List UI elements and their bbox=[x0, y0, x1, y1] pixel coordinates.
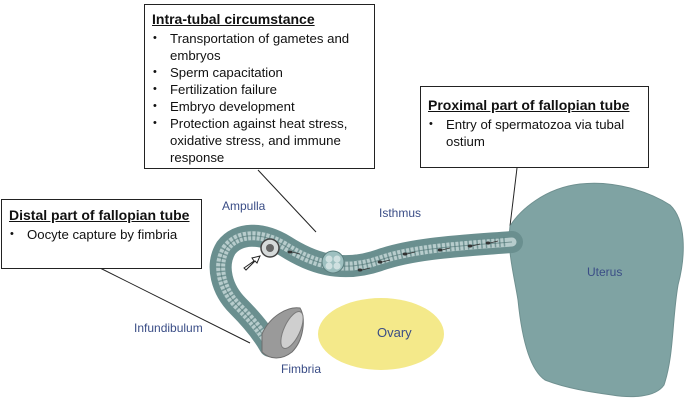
uterus-label: Uterus bbox=[587, 265, 623, 279]
embryo-icon bbox=[321, 250, 345, 274]
sperm-icon bbox=[485, 241, 491, 245]
intra-tubal-box: Intra-tubal circumstance Transportation … bbox=[144, 4, 375, 169]
ovary-shape bbox=[318, 298, 444, 370]
sperm-tail bbox=[489, 240, 499, 244]
sperm-icon bbox=[437, 248, 443, 252]
embryo-cell-icon bbox=[325, 262, 333, 270]
fimbria-label: Fimbria bbox=[281, 362, 322, 376]
connector-proximal bbox=[509, 167, 518, 227]
list-item: Protection against heat stress, oxidativ… bbox=[152, 115, 366, 166]
sperm-icon bbox=[357, 268, 363, 272]
proximal-box: Proximal part of fallopian tube Entry of… bbox=[420, 86, 649, 168]
sperm-icon bbox=[377, 260, 383, 264]
sperm-tail bbox=[441, 247, 451, 251]
distal-list: Oocyte capture by fimbria bbox=[9, 226, 195, 243]
proximal-list: Entry of spermatozoa via tubal ostium bbox=[428, 116, 640, 150]
uterus-shape bbox=[508, 182, 684, 398]
ampulla-label: Ampulla bbox=[222, 199, 266, 213]
embryo-cell-icon bbox=[333, 255, 341, 263]
ovary-label: Ovary bbox=[377, 325, 412, 340]
distal-box: Distal part of fallopian tube Oocyte cap… bbox=[1, 199, 202, 269]
sperm-icon bbox=[287, 250, 293, 254]
sperm-tail bbox=[381, 259, 391, 263]
sperm-tail bbox=[406, 251, 416, 255]
intra-tubal-list: Transportation of gametes and embryos Sp… bbox=[152, 30, 366, 166]
sperm-cells bbox=[287, 240, 499, 272]
proximal-title: Proximal part of fallopian tube bbox=[428, 97, 630, 113]
isthmus-label: Isthmus bbox=[379, 206, 422, 220]
sperm-tail bbox=[361, 267, 371, 271]
sperm-tail bbox=[291, 251, 301, 255]
distal-title: Distal part of fallopian tube bbox=[9, 207, 190, 223]
oocyte-arrow-icon bbox=[243, 255, 261, 271]
list-item: Fertilization failure bbox=[152, 81, 366, 98]
oocyte-nucleus-icon bbox=[266, 244, 274, 252]
list-item: Entry of spermatozoa via tubal ostium bbox=[428, 116, 640, 150]
sperm-tail bbox=[471, 243, 481, 247]
embryo-cell-icon bbox=[333, 262, 341, 270]
infundibulum-label: Infundibulum bbox=[134, 321, 203, 335]
connector-distal bbox=[99, 267, 251, 344]
list-item: Embryo development bbox=[152, 98, 366, 115]
sperm-icon bbox=[402, 252, 408, 256]
sperm-icon bbox=[467, 244, 473, 248]
embryo-cell-icon bbox=[325, 255, 333, 263]
list-item: Oocyte capture by fimbria bbox=[9, 226, 195, 243]
fimbria-opening bbox=[280, 311, 304, 349]
connector-intra-tubal bbox=[257, 169, 317, 233]
list-item: Sperm capacitation bbox=[152, 64, 366, 81]
intra-tubal-title: Intra-tubal circumstance bbox=[152, 11, 315, 27]
list-item: Transportation of gametes and embryos bbox=[152, 30, 366, 64]
